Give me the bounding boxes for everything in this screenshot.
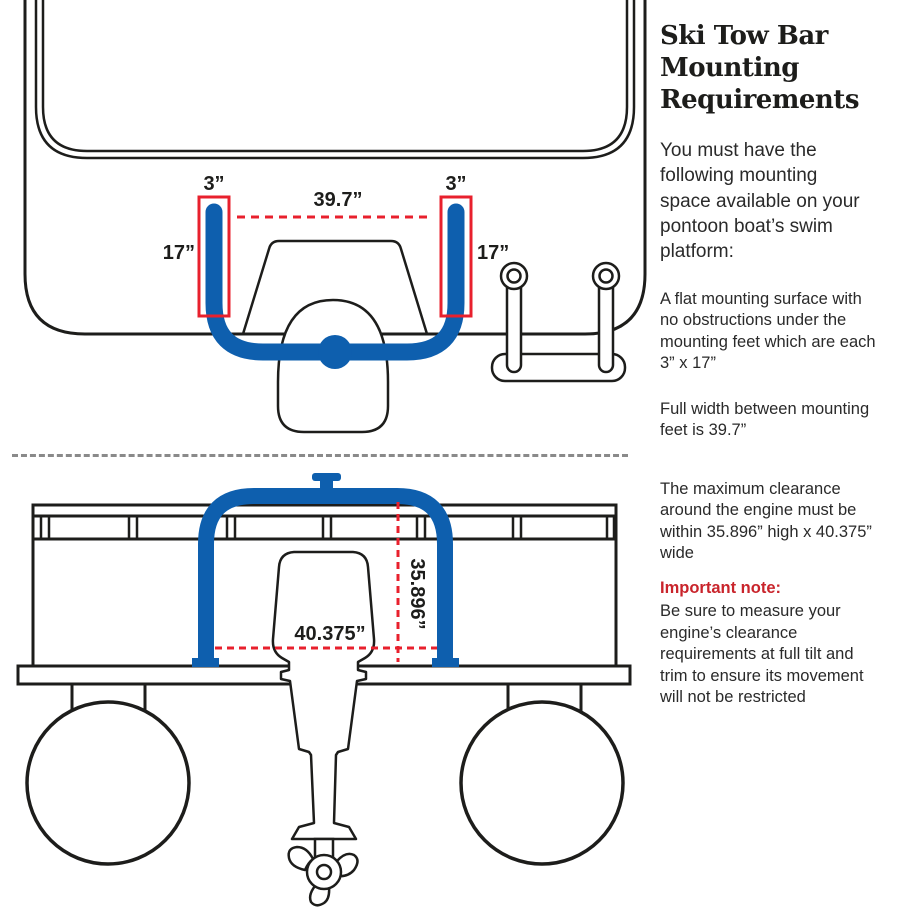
engine-height-label: 35.896” [406, 558, 428, 629]
propeller-hub-hole [315, 863, 333, 881]
requirement-clearance: The maximum clearance around the engine … [660, 480, 872, 563]
engine-outline [271, 550, 376, 841]
note-heading: Important note: [660, 579, 781, 597]
span-label: 39.7” [314, 189, 363, 211]
fence-posts [39, 516, 616, 539]
ladder-ring-right-hole [598, 268, 614, 284]
foot-width-label-left: 3” [203, 173, 224, 195]
important-note: Important note: Be sure to measure your … [660, 578, 884, 709]
requirement-flat-surface: A flat mounting surface with no obstruct… [660, 290, 876, 373]
foot-length-label-right: 17” [477, 242, 509, 264]
engine-well-outline [241, 239, 429, 335]
tow-bar-arch [198, 488, 453, 658]
requirement-full-width: Full width between mounting feet is 39.7… [660, 400, 870, 440]
top-rail [31, 503, 618, 518]
foot-width-label-right: 3” [445, 173, 466, 195]
note-body: Be sure to measure your engine’s clearan… [660, 602, 864, 707]
mounting-foot-box-left [197, 195, 231, 318]
ladder-ring-left-hole [506, 268, 522, 284]
tow-bar-center-knob [318, 335, 352, 369]
ladder-step [490, 352, 627, 383]
top-view-diagram: 3” 3” 39.7” 17” 17” [23, 0, 647, 434]
tow-knob-cap [312, 473, 341, 481]
pontoon-right [459, 700, 625, 866]
page-title: Ski Tow Bar Mounting Requirements [660, 21, 859, 116]
cockpit-inner-line [41, 0, 629, 153]
cockpit-outer-line [34, 0, 636, 160]
section-divider [12, 454, 628, 457]
foot-length-label-left: 17” [163, 242, 195, 264]
tow-bar-foot-left [192, 658, 219, 667]
rear-view-diagram: 40.375” 35.896” [16, 473, 632, 907]
mounting-foot-box-right [439, 195, 473, 318]
pontoon-left [25, 700, 191, 866]
engine-width-label: 40.375” [294, 623, 365, 645]
tow-bar-foot-right [432, 658, 459, 667]
intro-paragraph: You must have the following mounting spa… [660, 140, 860, 263]
